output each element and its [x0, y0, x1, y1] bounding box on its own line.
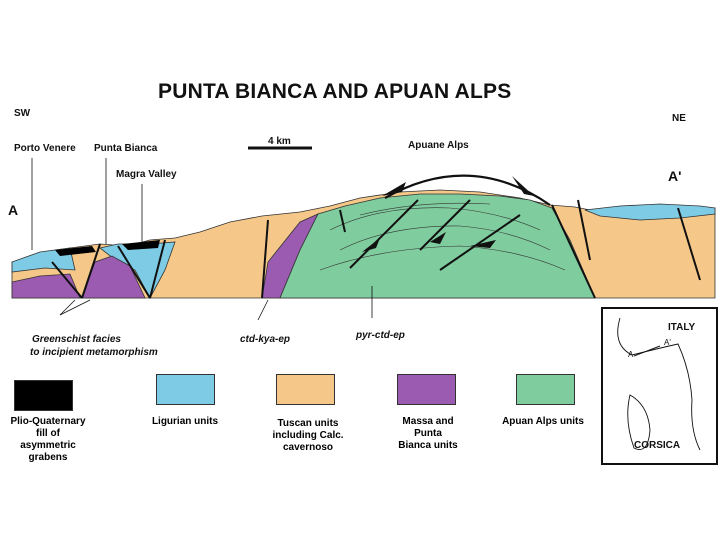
page-title: PUNTA BIANCA AND APUAN ALPS	[158, 80, 512, 103]
apuane-alps-label: Apuane Alps	[408, 140, 469, 151]
graben-fill-1	[55, 246, 96, 256]
ctd-kya-ep-label: ctd-kya-ep	[240, 334, 291, 345]
shear-arrows	[362, 232, 496, 252]
legend-label-tuscan: Tuscan units including Calc. cavernoso	[272, 418, 344, 453]
legend-swatch-massa	[397, 374, 456, 405]
inset-a-prime-label: A'	[664, 338, 671, 347]
fault-lines	[51, 199, 701, 299]
sw-label: SW	[14, 108, 31, 119]
legend-swatch-plio	[14, 380, 73, 411]
punta-bianca-label: Punta Bianca	[94, 143, 158, 154]
legend-swatch-apuan	[516, 374, 575, 405]
legend-label-plio: Plio-Quaternary fill of asymmetric grabe…	[10, 416, 86, 463]
inset-a-label: A	[628, 350, 634, 359]
legend-swatch-tuscan	[276, 374, 335, 405]
massa-unit-left	[11, 273, 81, 299]
inset-map	[601, 307, 718, 465]
magra-valley-label: Magra Valley	[116, 169, 177, 180]
graben-fill-2	[122, 240, 160, 250]
legend-label-ligurian: Ligurian units	[151, 416, 219, 427]
ne-label: NE	[672, 113, 686, 124]
scale-label: 4 km	[268, 136, 291, 147]
apuan-unit	[279, 193, 596, 299]
leader-lines	[31, 158, 373, 321]
inset-italy-label: ITALY	[668, 322, 696, 333]
legend-label-massa: Massa and Punta Bianca units	[398, 416, 458, 451]
greenschist-label-2: to incipient metamorphism	[30, 347, 158, 358]
porto-venere-label: Porto Venere	[14, 143, 76, 154]
ligurian-unit-right	[584, 203, 716, 221]
inset-coastline	[617, 317, 701, 451]
a-right-label: A'	[668, 168, 682, 184]
inset-corsica-label: CORSICA	[634, 440, 681, 451]
legend-swatch-ligurian	[156, 374, 215, 405]
a-left-label: A	[8, 202, 19, 218]
pyr-ctd-ep-label: pyr-ctd-ep	[356, 330, 405, 341]
legend-label-apuan: Apuan Alps units	[502, 416, 584, 427]
greenschist-label-1: Greenschist facies	[32, 334, 121, 345]
